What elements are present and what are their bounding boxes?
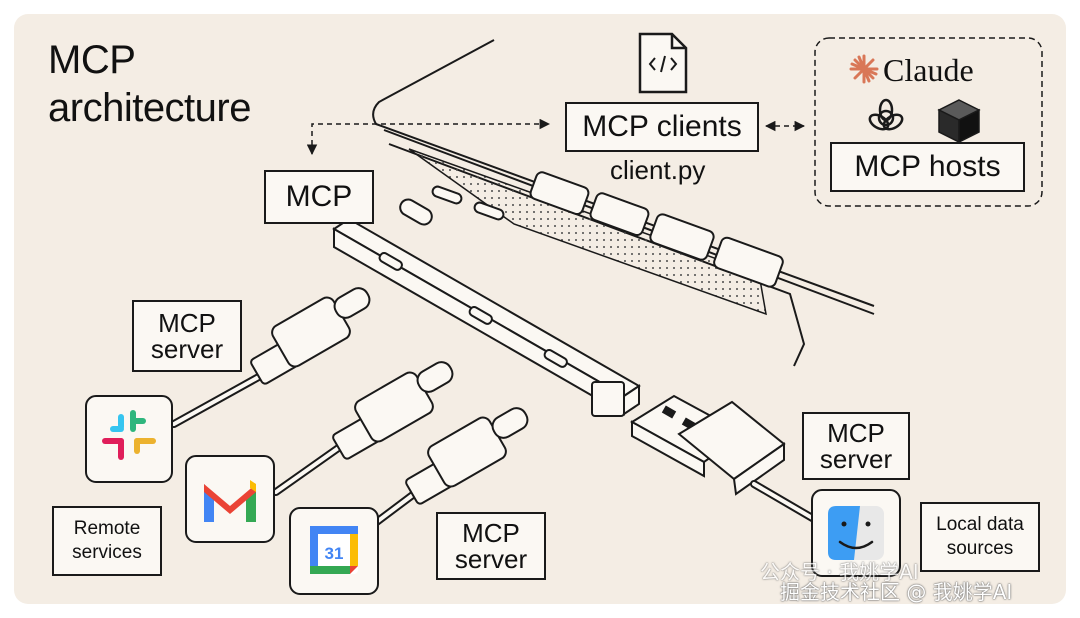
page-title: MCP architecture — [48, 36, 251, 132]
gmail-icon — [185, 455, 275, 543]
calendar-day-number: 31 — [325, 544, 344, 563]
code-file-icon — [638, 32, 688, 94]
slack-icon — [85, 395, 173, 483]
mcp-hosts-box: MCP hosts — [830, 142, 1025, 192]
title-line-2: architecture — [48, 86, 251, 130]
local-data-sources-box: Local data sources — [920, 502, 1040, 572]
laptop-port — [431, 185, 463, 205]
diagram-illustration: 31 — [85, 32, 1043, 595]
client-py-label: client.py — [610, 155, 706, 185]
mcp-server-box-bottom: MCP server — [436, 512, 546, 580]
mcp-label: MCP — [285, 180, 353, 213]
mcp-box: MCP — [264, 170, 374, 224]
cube-logo-icon — [937, 99, 981, 144]
mcp-server-label-bottom: MCP server — [454, 518, 528, 574]
laptop-key — [589, 192, 650, 237]
watermark-line-1: 公众号 · 我姚学AI — [760, 560, 919, 584]
laptop-key — [529, 171, 590, 216]
usb-a-cable — [630, 394, 818, 523]
mcp-clients-label: MCP clients — [582, 110, 742, 143]
mcp-clients-box: MCP clients — [565, 102, 759, 152]
laptop-key — [649, 213, 715, 261]
watermark-line-2: 掘金技术社区 @ 我姚学AI — [780, 580, 1013, 604]
finder-icon — [811, 489, 901, 577]
laptop-port — [473, 201, 505, 221]
claude-logo-icon — [849, 54, 879, 84]
local-data-sources-label: Local data sources — [936, 514, 1024, 559]
mcp-hosts-container — [814, 37, 1043, 207]
remote-services-label: Remote services — [72, 518, 142, 563]
mcp-server-box-right: MCP server — [802, 412, 910, 480]
diagram-canvas: 31 MCP architecture Claude MCP clients c… — [14, 14, 1066, 604]
mcp-server-label-right: MCP server — [819, 418, 893, 474]
laptop-key — [713, 236, 784, 288]
usb-c-cable-calendar — [370, 407, 529, 528]
remote-services-box: Remote services — [52, 506, 162, 576]
mcp-hosts-label: MCP hosts — [854, 150, 1001, 183]
google-calendar-icon: 31 — [289, 507, 379, 595]
title-line-1: MCP — [48, 38, 136, 82]
mcp-server-box-top: MCP server — [132, 300, 242, 372]
laptop-illustration — [372, 39, 875, 367]
usb-c-cable-slack — [170, 287, 371, 428]
usb-c-cable-gmail — [272, 361, 454, 496]
dashed-connectors — [306, 118, 806, 156]
openai-logo-icon — [868, 98, 904, 131]
mcp-server-label-top: MCP server — [150, 308, 224, 364]
claude-wordmark: Claude — [883, 52, 974, 88]
